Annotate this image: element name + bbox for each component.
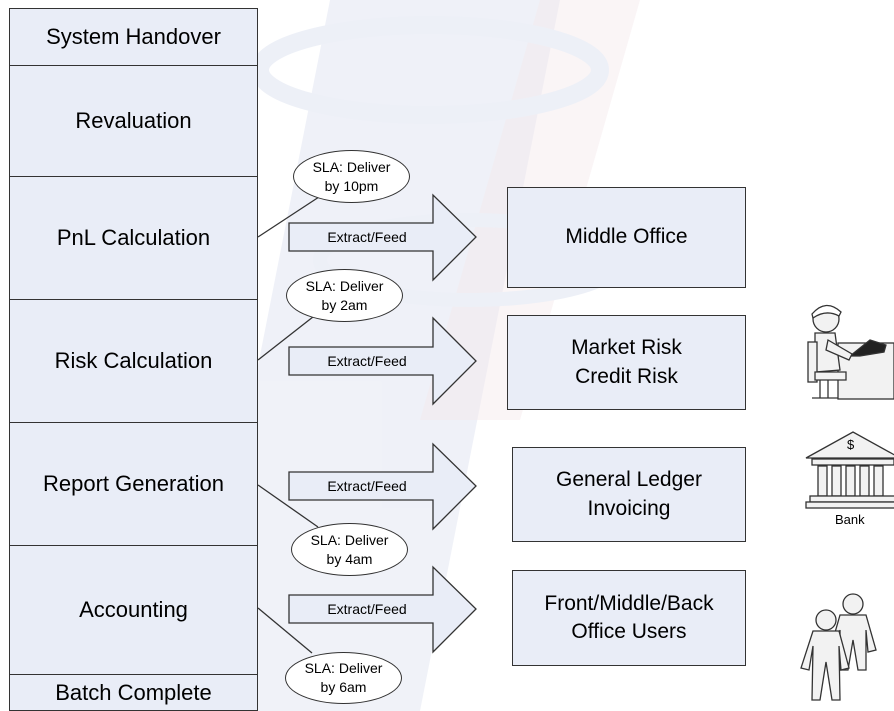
target-middle-office: Middle Office xyxy=(507,187,746,288)
stage-revaluation: Revaluation xyxy=(9,65,258,177)
stage-report-generation: Report Generation xyxy=(9,422,258,546)
bank-building-icon xyxy=(805,431,894,509)
feed-label: Extract/Feed xyxy=(327,353,407,369)
sla-connector xyxy=(257,312,319,361)
target-risk: Market Risk Credit Risk xyxy=(507,315,746,410)
target-ledger: General Ledger Invoicing xyxy=(512,447,746,542)
bank-symbol: $ xyxy=(847,437,855,452)
stage-pnl-calculation: PnL Calculation xyxy=(9,176,258,300)
bank-caption: Bank xyxy=(835,512,865,527)
feed-label: Extract/Feed xyxy=(327,478,407,494)
stage-batch-complete: Batch Complete xyxy=(9,674,258,711)
office-worker-icon xyxy=(807,304,894,400)
sla-callout: SLA: Deliver by 4am xyxy=(291,523,408,576)
users-icon xyxy=(800,593,877,701)
feed-arrow xyxy=(288,565,477,654)
sla-connector xyxy=(257,607,313,654)
feed-arrow xyxy=(288,316,477,406)
sla-callout: SLA: Deliver by 10pm xyxy=(293,150,410,203)
sla-connector xyxy=(257,194,323,238)
sla-callout: SLA: Deliver by 6am xyxy=(285,652,402,704)
target-office-users: Front/Middle/Back Office Users xyxy=(512,570,746,666)
stage-system-handover: System Handover xyxy=(9,8,258,66)
feed-label: Extract/Feed xyxy=(327,229,407,245)
sla-callout: SLA: Deliver by 2am xyxy=(286,269,403,322)
stage-accounting: Accounting xyxy=(9,545,258,675)
stage-risk-calculation: Risk Calculation xyxy=(9,299,258,423)
feed-arrow xyxy=(288,442,477,531)
sla-connector xyxy=(257,484,319,528)
feed-label: Extract/Feed xyxy=(327,601,407,617)
feed-arrow xyxy=(288,193,477,282)
